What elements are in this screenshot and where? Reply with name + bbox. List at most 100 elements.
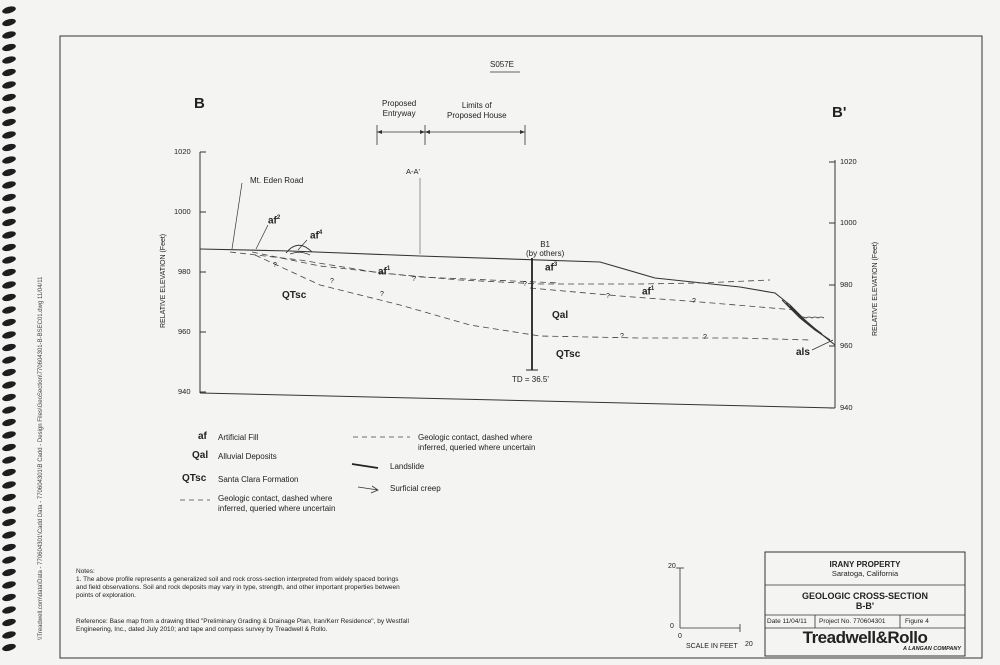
contact-fill-upper	[251, 251, 561, 284]
left-tick: 1000	[174, 207, 191, 216]
binding-ring	[2, 243, 16, 252]
legend-qtsc-text: Santa Clara Formation	[218, 475, 299, 484]
tb-figure: Figure 4	[905, 618, 929, 625]
binding-ring	[2, 306, 16, 314]
binding-ring	[2, 106, 16, 114]
scale-bottom-zero: 0	[678, 633, 682, 640]
query-mark: ?	[606, 293, 610, 300]
binding-ring	[2, 231, 16, 239]
binding-ring	[2, 381, 16, 389]
binding-ring	[2, 206, 16, 214]
tb-date: Date 11/04/11	[767, 618, 807, 625]
scale-right-label: 20	[745, 641, 753, 648]
qtsc-left-label: QTsc	[282, 290, 307, 301]
binding-ring	[2, 268, 16, 277]
scale-label: SCALE IN FEET	[686, 643, 738, 650]
binding-ring	[2, 581, 16, 589]
right-tick: 1020	[840, 157, 857, 166]
scale-zero-label: 0	[670, 623, 674, 630]
tb-project-no: Project No. 770604301	[819, 618, 886, 625]
binding-ring	[2, 468, 16, 477]
boring-label: B1 (by others)	[526, 240, 565, 258]
binding-ring	[2, 643, 16, 652]
binding-ring	[2, 631, 16, 639]
section-label-b: B	[194, 95, 205, 112]
binding-ring	[2, 593, 16, 602]
binding-ring	[2, 281, 16, 289]
af4-mound	[285, 244, 313, 254]
binding-ring	[2, 531, 16, 539]
td-label: TD = 36.5'	[512, 375, 549, 384]
als-label: als	[796, 347, 810, 358]
road-label: Mt. Eden Road	[250, 176, 304, 185]
scale-top-label: 20	[668, 563, 676, 570]
legend-creep-line	[357, 485, 379, 494]
binding-ring	[2, 93, 16, 102]
binding-ring	[2, 156, 16, 164]
tb-location: Saratoga, California	[831, 569, 899, 578]
limits-house-label: Limits of Proposed House	[447, 101, 507, 120]
intersect-label: A-A'	[406, 167, 420, 176]
right-tick: 960	[840, 341, 853, 350]
query-mark: ?	[412, 276, 416, 283]
right-tick: 1000	[840, 218, 857, 227]
baseline	[199, 392, 836, 409]
query-mark: ?	[273, 262, 277, 269]
spiral-binding	[2, 6, 16, 652]
legend-landslide-line	[351, 463, 379, 469]
title-block	[764, 551, 966, 657]
binding-ring	[2, 68, 16, 77]
left-tick: 940	[178, 387, 191, 396]
tb-project: IRANY PROPERTY	[829, 560, 901, 569]
binding-ring	[2, 618, 16, 627]
query-mark: ?	[703, 334, 707, 341]
query-mark: ?	[380, 291, 384, 298]
binding-ring	[2, 406, 16, 414]
binding-ring	[2, 456, 16, 464]
query-mark: ?	[692, 298, 696, 305]
binding-ring	[2, 368, 16, 377]
query-mark: ?	[523, 281, 527, 288]
binding-ring	[2, 256, 16, 264]
binding-ring	[2, 131, 16, 139]
legend-contact-text-1: Geologic contact, dashed where inferred,…	[418, 433, 536, 452]
binding-ring	[2, 568, 16, 577]
tb-subtitle: B-B'	[855, 601, 875, 611]
binding-ring	[2, 118, 16, 127]
af2-label: af2	[268, 215, 281, 227]
binding-ring	[2, 556, 16, 564]
af3-label: af3	[545, 262, 558, 274]
binding-ring	[2, 431, 16, 439]
legend-af-text: Artificial Fill	[218, 433, 259, 442]
af1-right-label: af1	[642, 286, 655, 298]
binding-ring	[2, 481, 16, 489]
legend-creep-text: Surficial creep	[390, 484, 441, 493]
legend-contact-text-2: Geologic contact, dashed where inferred,…	[218, 494, 336, 513]
contact-af1-right	[529, 287, 796, 311]
af1-mid-label: af1	[378, 266, 391, 278]
left-axis-label: RELATIVE ELEVATION (Feet)	[160, 233, 167, 328]
notes-title: Notes:	[76, 568, 95, 575]
af4-label: af4	[310, 230, 323, 242]
binding-ring	[2, 6, 16, 14]
binding-ring	[2, 31, 16, 39]
qal-label: Qal	[552, 310, 569, 321]
legend-landslide-text: Landslide	[390, 462, 425, 471]
binding-ring	[2, 518, 16, 527]
tb-company-logo: Treadwell&Rollo	[802, 628, 928, 647]
binding-ring	[2, 506, 16, 514]
binding-ring	[2, 393, 16, 402]
query-mark: ?	[620, 333, 624, 340]
binding-ring	[2, 318, 16, 327]
legend-qal-symbol: Qal	[192, 450, 209, 461]
binding-ring	[2, 443, 16, 452]
reference-text: Reference: Base map from a drawing title…	[76, 618, 409, 633]
binding-ring	[2, 543, 16, 552]
binding-ring	[2, 193, 16, 202]
legend-qtsc-symbol: QTsc	[182, 473, 207, 484]
binding-ring	[2, 181, 16, 189]
section-label-b-prime: B'	[832, 104, 847, 121]
landslide-symbol	[781, 299, 831, 341]
